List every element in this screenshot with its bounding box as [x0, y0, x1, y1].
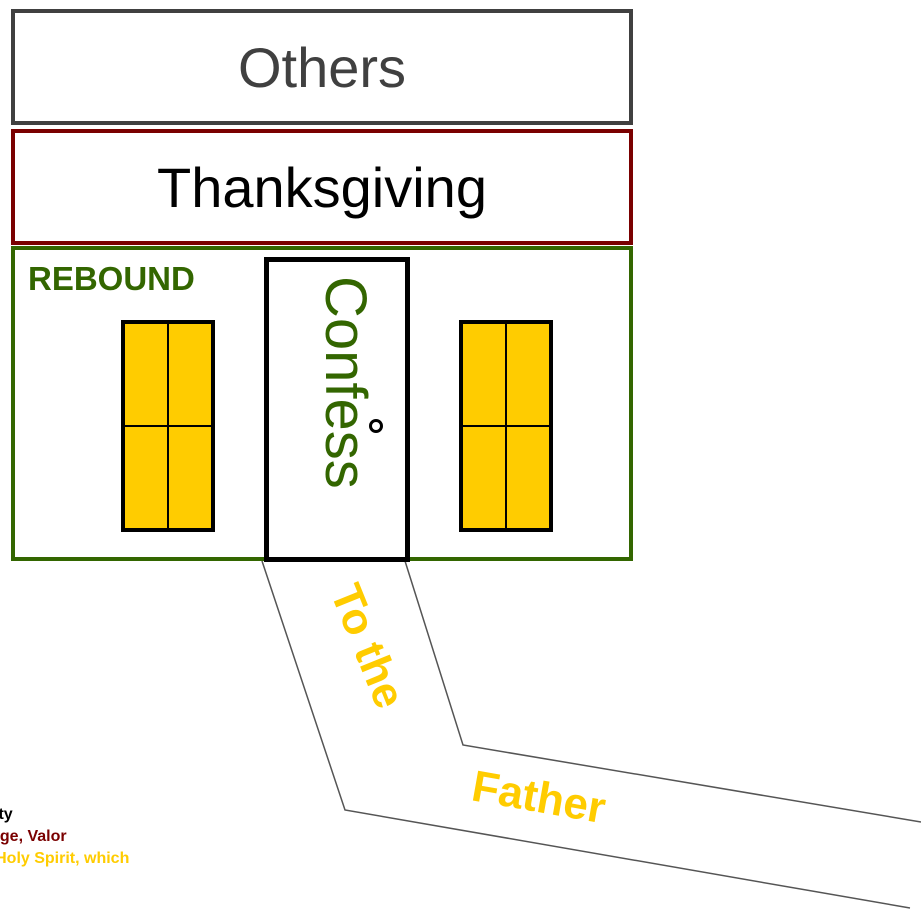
window-transom: [125, 425, 211, 427]
window-transom: [463, 425, 549, 427]
door-knob: [369, 419, 383, 433]
rebound-house: REBOUND Confess: [11, 246, 633, 562]
path-outline: [261, 560, 921, 909]
path-word-father: Father: [468, 762, 609, 834]
thanksgiving-box: Thanksgiving: [11, 129, 633, 245]
door-label: Confess: [313, 276, 378, 489]
thanksgiving-label: Thanksgiving: [157, 155, 487, 219]
rebound-label: REBOUND: [28, 260, 195, 297]
confess-door: Confess: [264, 257, 410, 562]
others-box: Others: [11, 9, 633, 125]
left-window: [121, 320, 215, 532]
qualities-list: grity urage, Valor he Holy Spirit, which: [0, 804, 157, 870]
right-window: [459, 320, 553, 532]
path-word-to-the: To the: [321, 577, 415, 715]
quality-line-1: grity: [0, 806, 13, 823]
quality-line-2: urage, Valor: [0, 828, 67, 845]
quality-line-3: he Holy Spirit, which: [0, 850, 130, 867]
others-label: Others: [237, 35, 407, 99]
